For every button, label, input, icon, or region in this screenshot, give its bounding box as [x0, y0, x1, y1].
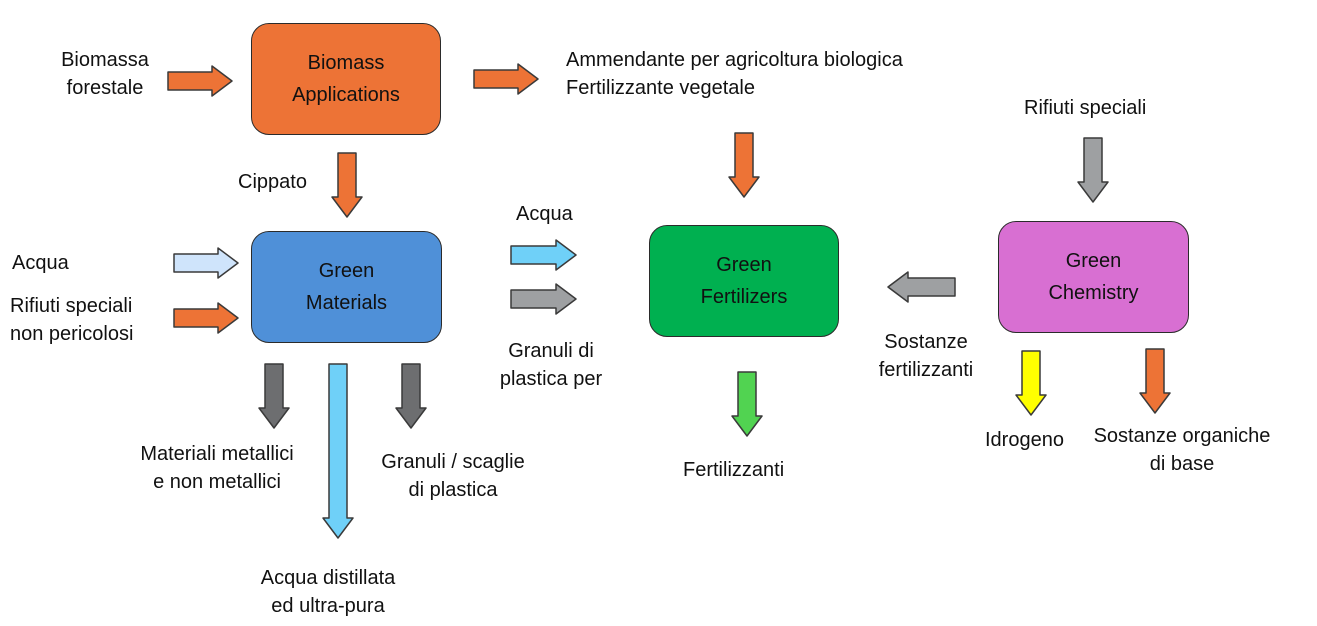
arrow-granuli-mid	[510, 283, 577, 315]
arrow-ammendante-to-fertilizers	[728, 132, 760, 198]
label-sostanze-fertilizzanti: Sostanze fertilizzanti	[878, 331, 974, 381]
arrow-acqua-mid	[510, 239, 577, 271]
arrow-biomass-to-ammendante	[473, 63, 539, 95]
label-sostanze-organiche: Sostanze organiche di base	[1093, 425, 1271, 475]
arrow-materials-to-acqua-distillata	[322, 363, 354, 539]
label-materiali-metallici: Materiali metallici e non metallici	[140, 443, 294, 493]
arrow-materials-to-metallici	[258, 363, 290, 429]
label-rifiuti-non-pericolosi: Rifiuti speciali non pericolosi	[10, 295, 134, 345]
biomass-applications-box: Biomass Applications	[251, 23, 441, 135]
green-fertilizers-box: Green Fertilizers	[649, 225, 839, 337]
green-chemistry-box: Green Chemistry	[998, 221, 1189, 333]
green-materials-box: Green Materials	[251, 231, 442, 343]
label-idrogeno: Idrogeno	[985, 429, 1064, 451]
label-cippato: Cippato	[238, 171, 307, 193]
label-acqua-left: Acqua	[12, 252, 69, 274]
label-biomassa-forestale: Biomassa forestale	[61, 49, 149, 99]
label-acqua-distillata: Acqua distillata ed ultra-pura	[260, 567, 396, 617]
arrow-biomass-to-materials	[331, 152, 363, 218]
label-ammendante: Ammendante per agricoltura biologica Fer…	[566, 49, 903, 99]
arrow-acqua-to-materials	[173, 247, 239, 279]
arrow-rifiuti-to-chemistry	[1077, 137, 1109, 203]
arrow-chemistry-to-idrogeno	[1015, 350, 1047, 416]
label-granuli-scaglie: Granuli / scaglie di plastica	[381, 451, 525, 501]
arrow-materials-to-granuli	[395, 363, 427, 429]
arrows-layer	[167, 63, 1171, 539]
arrow-fertilizers-to-fertilizzanti	[731, 371, 763, 437]
label-acqua-mid: Acqua	[516, 203, 573, 225]
arrow-chemistry-to-organiche	[1139, 348, 1171, 414]
label-fertilizzanti: Fertilizzanti	[683, 459, 785, 481]
arrow-rifiuti-to-materials	[173, 302, 239, 334]
label-rifiuti-speciali-top: Rifiuti speciali	[1024, 97, 1147, 119]
arrow-biomassa-to-biomass	[167, 65, 233, 97]
label-granuli-plastica-per: Granuli di plastica per	[499, 340, 603, 390]
arrow-chemistry-to-fertilizers	[887, 271, 956, 303]
